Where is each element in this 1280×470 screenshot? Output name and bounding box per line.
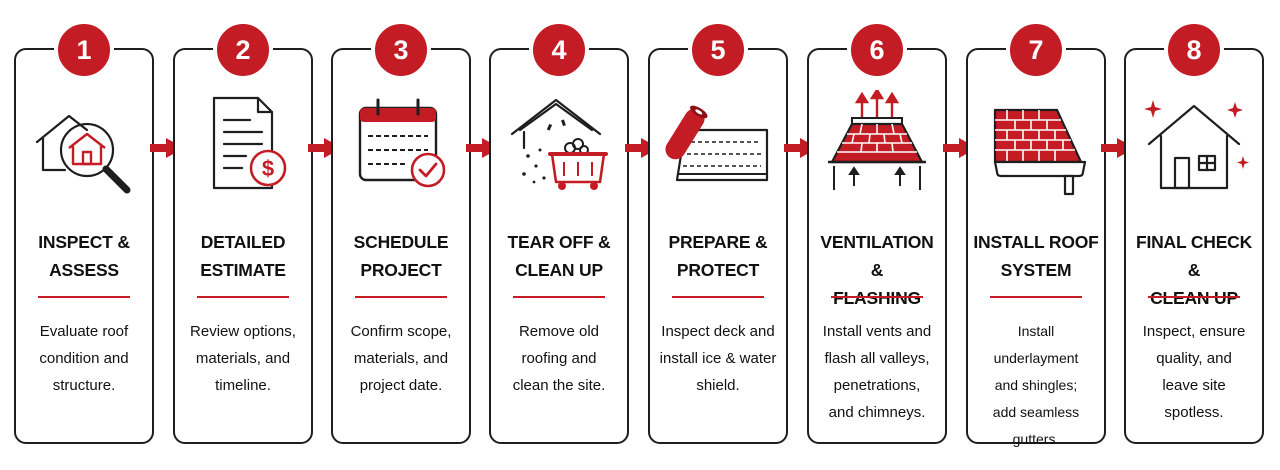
calendar-check-icon [358,98,446,188]
step-title: VENTILATION &FLASHING [820,232,934,308]
underlayment-roll-icon [665,105,769,182]
divider [355,296,447,298]
sparkling-house-icon [1144,100,1249,190]
step-number-badge: 2 [213,20,273,80]
divider [831,296,923,298]
step-title: FINAL CHECK &CLEAN UP [1135,232,1253,308]
step-number-badge: 4 [529,20,589,80]
divider [38,296,130,298]
divider [197,296,289,298]
step-number-badge: 1 [54,20,114,80]
roof-ventilation-icon [828,90,926,190]
divider [513,296,605,298]
divider [990,296,1082,298]
estimate-document-icon: $ [212,96,287,190]
house-magnifier-icon [35,114,131,194]
step-number-badge: 7 [1006,20,1066,80]
step-title: PREPARE &PROTECT [668,232,768,280]
step-card-6: 6 VENTILATION &FLASHING Install vents [807,20,947,444]
step-number-badge: 5 [688,20,748,80]
divider [672,296,764,298]
step-number-badge: 3 [371,20,431,80]
divider [1148,296,1240,298]
shingle-roof-gutter-icon [993,108,1087,196]
step-number-badge: 6 [847,20,907,80]
step-title: TEAR OFF &CLEAN UP [507,232,611,280]
step-title: INSPECT &ASSESS [38,232,130,280]
step-number-badge: 8 [1164,20,1224,80]
svg-text:$: $ [262,156,274,181]
roof-dumpster-icon [510,98,608,190]
